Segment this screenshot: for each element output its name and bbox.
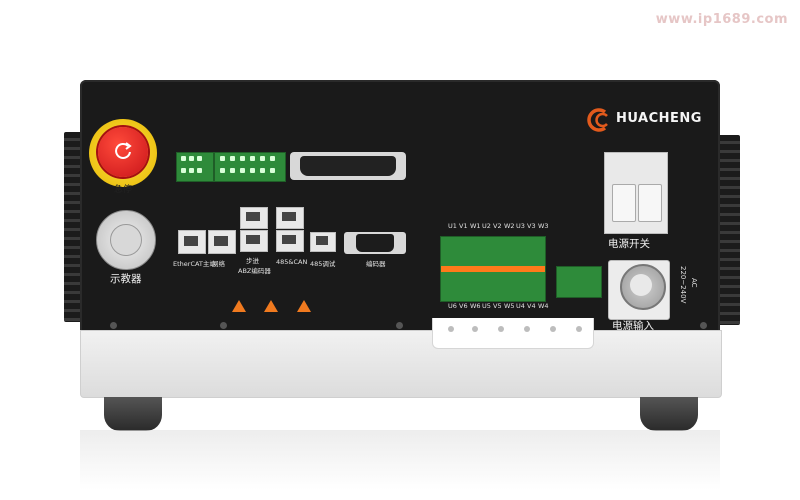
- screw: [700, 322, 707, 329]
- terminal-label: V1: [459, 222, 468, 230]
- left-foot: [104, 397, 162, 431]
- motor-terminal-block[interactable]: [440, 236, 546, 302]
- terminal-pin: [270, 156, 275, 161]
- terminal-label: V3: [527, 222, 536, 230]
- watermark: www.ip1689.com: [655, 12, 788, 27]
- terminal-pin: [240, 168, 245, 173]
- lower-connector-notch: [432, 318, 594, 349]
- terminal-pin: [230, 168, 235, 173]
- terminal-pin: [220, 168, 225, 173]
- port-socket: [316, 236, 328, 245]
- terminal-label: W5: [504, 302, 515, 310]
- heat-sink-right: [718, 135, 740, 325]
- terminal-pin: [230, 156, 235, 161]
- io-terminal-block[interactable]: [176, 152, 214, 182]
- terminal-label: U2: [482, 222, 491, 230]
- rs485-debug-label: 485调试: [310, 260, 336, 268]
- indicator-dot: [498, 326, 504, 332]
- rs485-can-label: 485&CAN: [276, 258, 308, 266]
- ac-label: AC: [690, 278, 698, 288]
- motor-terminal-bottom-labels: U6 V6 W6 U5 V5 W5 U4 V4 W4: [448, 302, 549, 314]
- estop-label: 急停: [114, 185, 133, 195]
- port-socket: [184, 236, 198, 246]
- screw: [396, 322, 403, 329]
- terminal-label: V6: [459, 302, 468, 310]
- stepper-label: 步进: [246, 257, 259, 265]
- network-label: 网络: [212, 260, 225, 268]
- terminal-label: U1: [448, 222, 457, 230]
- indicator-dot: [524, 326, 530, 332]
- warning-icon: [264, 300, 278, 312]
- warning-icon: [297, 300, 311, 312]
- terminal-pin: [260, 156, 265, 161]
- terminal-label: U4: [516, 302, 525, 310]
- terminal-label: U6: [448, 302, 457, 310]
- teach-pendant-label: 示教器: [110, 273, 142, 285]
- power-input-socket: [630, 274, 652, 296]
- port-socket: [282, 235, 296, 244]
- controller-base-band: [80, 330, 722, 398]
- port-socket: [214, 236, 228, 246]
- power-input-label: 电源输入: [612, 320, 654, 332]
- port-socket: [246, 212, 260, 221]
- power-switch-paddle[interactable]: [638, 184, 662, 222]
- huacheng-logo-icon: [587, 108, 608, 132]
- terminal-pin: [220, 156, 225, 161]
- port-socket: [246, 235, 260, 244]
- encoder-label: 编码器: [366, 260, 386, 268]
- terminal-pin: [270, 168, 275, 173]
- power-switch-label: 电源开关: [608, 238, 650, 250]
- abz-encoder-label: ABZ编码器: [238, 267, 271, 275]
- terminal-label: U5: [482, 302, 491, 310]
- terminal-label: V2: [493, 222, 502, 230]
- power-input-connector[interactable]: [620, 264, 666, 310]
- indicator-dot: [550, 326, 556, 332]
- dsub-pin-area: [300, 156, 396, 176]
- floor-reflection: [80, 430, 720, 490]
- screw: [110, 322, 117, 329]
- teach-pendant-connector-core: [110, 224, 142, 256]
- port-socket: [282, 212, 296, 221]
- motor-terminal-top-labels: U1 V1 W1 U2 V2 W2 U3 V3 W3: [448, 222, 549, 234]
- terminal-label: W2: [504, 222, 515, 230]
- emergency-stop-button[interactable]: [98, 127, 148, 177]
- ethercat-label: EtherCAT主站: [173, 260, 216, 268]
- power-switch-paddle[interactable]: [612, 184, 636, 222]
- warning-icon: [232, 300, 246, 312]
- terminal-label: U3: [516, 222, 525, 230]
- terminal-pin: [189, 168, 194, 173]
- ac-voltage-label: 220~240V: [679, 266, 687, 304]
- screw: [220, 322, 227, 329]
- rotate-arrow-icon: [115, 142, 132, 159]
- terminal-pin: [181, 168, 186, 173]
- terminal-label: W4: [538, 302, 549, 310]
- terminal-label: V4: [527, 302, 536, 310]
- brand-name: HUACHENG: [616, 111, 702, 126]
- terminal-pin: [189, 156, 194, 161]
- terminal-pin: [240, 156, 245, 161]
- heat-sink-left: [64, 132, 84, 322]
- terminal-pin: [181, 156, 186, 161]
- terminal-label: W6: [470, 302, 481, 310]
- terminal-label: V5: [493, 302, 502, 310]
- encoder-pin-area: [356, 234, 394, 252]
- indicator-dot: [448, 326, 454, 332]
- indicator-dot: [576, 326, 582, 332]
- indicator-dot: [472, 326, 478, 332]
- terminal-pin: [250, 156, 255, 161]
- terminal-pin: [197, 156, 202, 161]
- terminal-pin: [250, 168, 255, 173]
- terminal-label: W1: [470, 222, 481, 230]
- terminal-pin: [197, 168, 202, 173]
- right-foot: [640, 397, 698, 431]
- terminal-pin: [260, 168, 265, 173]
- terminal-label: W3: [538, 222, 549, 230]
- aux-terminal-block[interactable]: [556, 266, 602, 298]
